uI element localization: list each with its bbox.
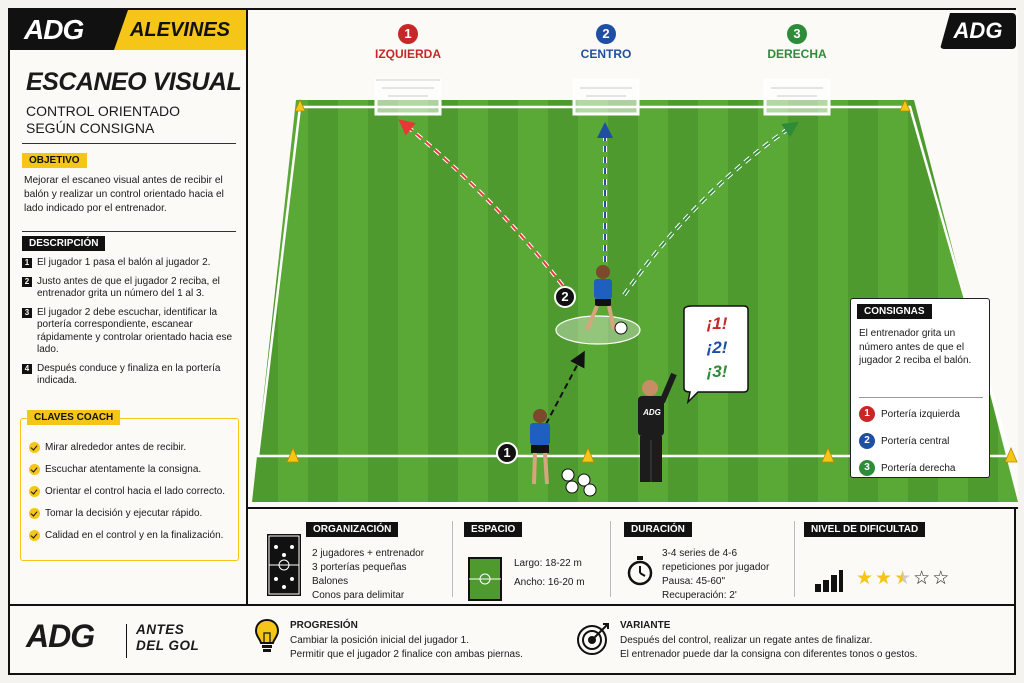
drill-sheet: ADG ALEVINES ESCANEO VISUAL CONTROL ORIE… bbox=[8, 8, 1018, 675]
drill-title: ESCANEO VISUAL bbox=[26, 68, 242, 96]
claves-coach-box: CLAVES COACH Mirar alrededor antes de re… bbox=[20, 410, 239, 561]
arrow-right bbox=[623, 121, 799, 296]
check-icon bbox=[29, 508, 40, 519]
check-icon bbox=[29, 530, 40, 541]
step-number: 3 bbox=[22, 307, 32, 318]
field-diagram: ADG 1 IZQUIERDA 2 CENTRO 3 DERECHA 2 1 A… bbox=[248, 10, 1018, 507]
brand-logo: ADG bbox=[24, 14, 84, 45]
target-icon bbox=[577, 623, 609, 655]
category-badge: ALEVINES bbox=[114, 10, 246, 50]
check-icon bbox=[29, 442, 40, 453]
player-2-badge: 2 bbox=[554, 286, 576, 308]
goal-left bbox=[374, 78, 442, 116]
star-icon: ★ bbox=[894, 568, 912, 589]
check-icon bbox=[29, 486, 40, 497]
star-icon: ☆ bbox=[913, 568, 931, 589]
consignas-box: CONSIGNAS El entrenador grita un número … bbox=[850, 298, 990, 478]
divider bbox=[859, 397, 983, 398]
balls bbox=[561, 468, 597, 497]
arrow-left bbox=[398, 119, 571, 296]
check-icon bbox=[29, 464, 40, 475]
divider bbox=[452, 521, 453, 597]
organizacion-tag: ORGANIZACIÓN bbox=[306, 522, 399, 537]
signal-bars-icon bbox=[815, 570, 843, 592]
espacio-text: Largo: 18-22 m Ancho: 16-20 m bbox=[514, 558, 585, 588]
dificultad-tag: NIVEL DE DIFICULTAD bbox=[804, 522, 926, 537]
field-logo: ADG bbox=[940, 13, 1016, 49]
footer-logo: ADG bbox=[26, 618, 95, 654]
progresion-heading: PROGRESIÓN bbox=[290, 620, 358, 631]
pitch-size-icon bbox=[468, 557, 502, 601]
player-2 bbox=[585, 265, 628, 335]
divider bbox=[794, 521, 795, 597]
cones bbox=[286, 99, 1018, 463]
stopwatch-icon bbox=[627, 556, 653, 586]
bottom-bar: ADG ANTES DEL GOL PROGRESIÓN Cambiar la … bbox=[10, 604, 1014, 673]
step-number: 4 bbox=[22, 363, 32, 374]
objetivo-tag: OBJETIVO bbox=[22, 153, 87, 168]
list-item: Tomar la decisión y ejecutar rápido. bbox=[29, 503, 234, 525]
step-number: 2 bbox=[22, 276, 32, 287]
espacio-tag: ESPACIO bbox=[464, 522, 523, 537]
player-1-badge: 1 bbox=[496, 442, 518, 464]
difficulty-stars: ★★★☆☆ bbox=[856, 569, 951, 589]
star-icon: ★ bbox=[875, 568, 893, 589]
goal-label-left: 1 IZQUIERDA bbox=[375, 24, 441, 61]
divider bbox=[610, 521, 611, 597]
objetivo-text: Mejorar el escaneo visual antes de recib… bbox=[24, 175, 224, 214]
descripcion-tag: DESCRIPCIÓN bbox=[22, 236, 106, 251]
goal-label-right: 3 DERECHA bbox=[767, 24, 827, 61]
pass-arrow bbox=[545, 350, 585, 425]
consignas-tag: CONSIGNAS bbox=[857, 304, 932, 319]
claves-tag: CLAVES COACH bbox=[27, 410, 121, 425]
list-item: Mirar alrededor antes de recibir. bbox=[29, 437, 234, 459]
variante-text: Después del control, realizar un regate … bbox=[620, 635, 918, 660]
duracion-text: 3-4 series de 4-6 repeticiones por jugad… bbox=[662, 548, 770, 601]
footer-slogan: ANTES DEL GOL bbox=[136, 622, 200, 653]
coach-shirt-logo: ADG bbox=[643, 408, 661, 417]
star-icon: ★ bbox=[856, 568, 874, 589]
left-panel: ADG ALEVINES ESCANEO VISUAL CONTROL ORIE… bbox=[10, 10, 248, 604]
divider bbox=[126, 624, 127, 658]
list-item: Orientar el control hacia el lado correc… bbox=[29, 481, 234, 503]
shout-text: ¡1! ¡2! ¡3! bbox=[706, 314, 728, 381]
consignas-text: El entrenador grita un número antes de q… bbox=[859, 328, 972, 366]
goal-label-center: 2 CENTRO bbox=[580, 24, 632, 61]
divider bbox=[22, 231, 236, 232]
scan-zone bbox=[555, 315, 641, 345]
list-item: Calidad en el control y en la finalizaci… bbox=[29, 525, 234, 547]
star-icon: ☆ bbox=[932, 568, 950, 589]
progresion-text: Cambiar la posición inicial del jugador … bbox=[290, 635, 523, 660]
pitch-svg bbox=[252, 78, 1018, 502]
list-item: Escuchar atentamente la consigna. bbox=[29, 459, 234, 481]
pitch bbox=[252, 100, 1018, 502]
duracion-tag: DURACIÓN bbox=[624, 522, 692, 537]
brand-bar: ADG ALEVINES bbox=[10, 10, 246, 50]
formation-icon bbox=[267, 534, 301, 596]
variante-heading: VARIANTE bbox=[620, 620, 671, 631]
divider bbox=[22, 143, 236, 144]
organizacion-text: 2 jugadores + entrenador 3 porterías peq… bbox=[312, 548, 425, 601]
goal-center bbox=[572, 78, 640, 116]
info-strip: ORGANIZACIÓN 2 jugadores + entrenador 3 … bbox=[248, 507, 1018, 604]
goal-right bbox=[763, 78, 831, 116]
step-number: 1 bbox=[22, 258, 32, 268]
speech-bubble bbox=[683, 305, 749, 405]
drill-subtitle: CONTROL ORIENTADO SEGÚN CONSIGNA bbox=[26, 103, 181, 136]
player-1 bbox=[530, 409, 550, 485]
coach bbox=[638, 372, 677, 482]
lightbulb-icon bbox=[254, 618, 280, 652]
